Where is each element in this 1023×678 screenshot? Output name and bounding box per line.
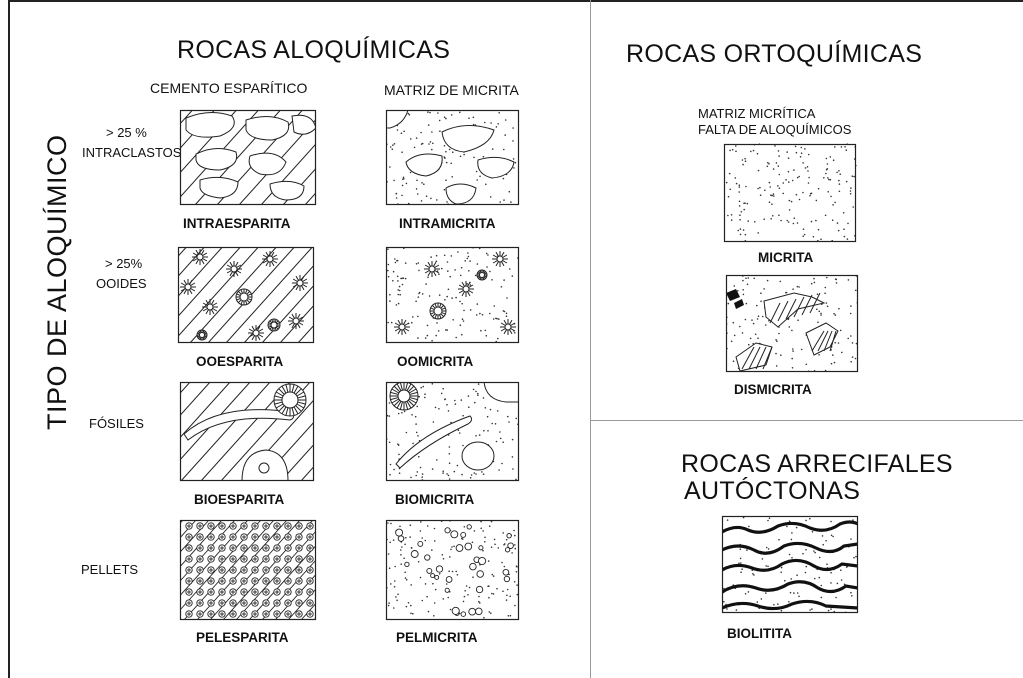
axis-label-tipo-aloquimico: TIPO DE ALOQUÍMICO <box>42 134 72 430</box>
row-label-ooides: OOIDES <box>96 276 147 291</box>
biomicrita-texture <box>385 381 520 482</box>
name-bioesparita: BIOESPARITA <box>194 492 285 507</box>
row-label-ooides-pct: > 25% <box>105 256 143 271</box>
ortoquimicas-title: ROCAS ORTOQUÍMICAS <box>626 40 923 68</box>
pelmicrita-texture <box>385 519 520 621</box>
aloquimicas-title: ROCAS ALOQUÍMICAS <box>177 36 451 64</box>
figure-frame <box>8 0 1023 678</box>
micrita-texture <box>723 143 857 243</box>
name-pelmicrita: PELMICRITA <box>396 630 478 645</box>
name-ooesparita: OOESPARITA <box>196 354 284 369</box>
intraesparita-texture <box>179 109 317 206</box>
arrecifales-title-1: ROCAS ARRECIFALES <box>681 450 953 478</box>
row-label-intraclastos: INTRACLASTOS <box>82 145 182 160</box>
column-header-sparite: CEMENTO ESPARÍTICO <box>150 80 308 96</box>
name-biolitita: BIOLITITA <box>727 626 792 641</box>
name-pelesparita: PELESPARITA <box>196 630 289 645</box>
ortoquimicas-note-2: FALTA DE ALOQUÍMICOS <box>698 122 852 137</box>
bioesparita-texture <box>179 381 315 482</box>
vertical-divider <box>590 0 591 678</box>
name-micrita: MICRITA <box>758 250 814 265</box>
name-biomicrita: BIOMICRITA <box>395 492 475 507</box>
dismicrita-texture <box>725 274 859 373</box>
name-oomicrita: OOMICRITA <box>397 354 474 369</box>
ooesparita-texture <box>177 246 315 344</box>
arrecifales-title-2: AUTÓCTONAS <box>684 477 861 505</box>
name-intraesparita: INTRAESPARITA <box>183 216 291 231</box>
horizontal-divider <box>590 420 1023 421</box>
oomicrita-texture <box>385 246 520 344</box>
row-label-fosiles: FÓSILES <box>89 416 144 431</box>
biolitita-texture <box>721 515 859 614</box>
pelesparita-texture <box>179 519 317 621</box>
row-label-pellets: PELLETS <box>81 562 139 577</box>
name-dismicrita: DISMICRITA <box>734 382 812 397</box>
row-label-intraclastos-pct: > 25 % <box>106 125 147 140</box>
ortoquimicas-note-1: MATRIZ MICRÍTICA <box>698 106 816 121</box>
name-intramicrita: INTRAMICRITA <box>399 216 496 231</box>
intramicrita-texture <box>385 109 520 206</box>
column-header-micrite: MATRIZ DE MICRITA <box>384 82 519 98</box>
